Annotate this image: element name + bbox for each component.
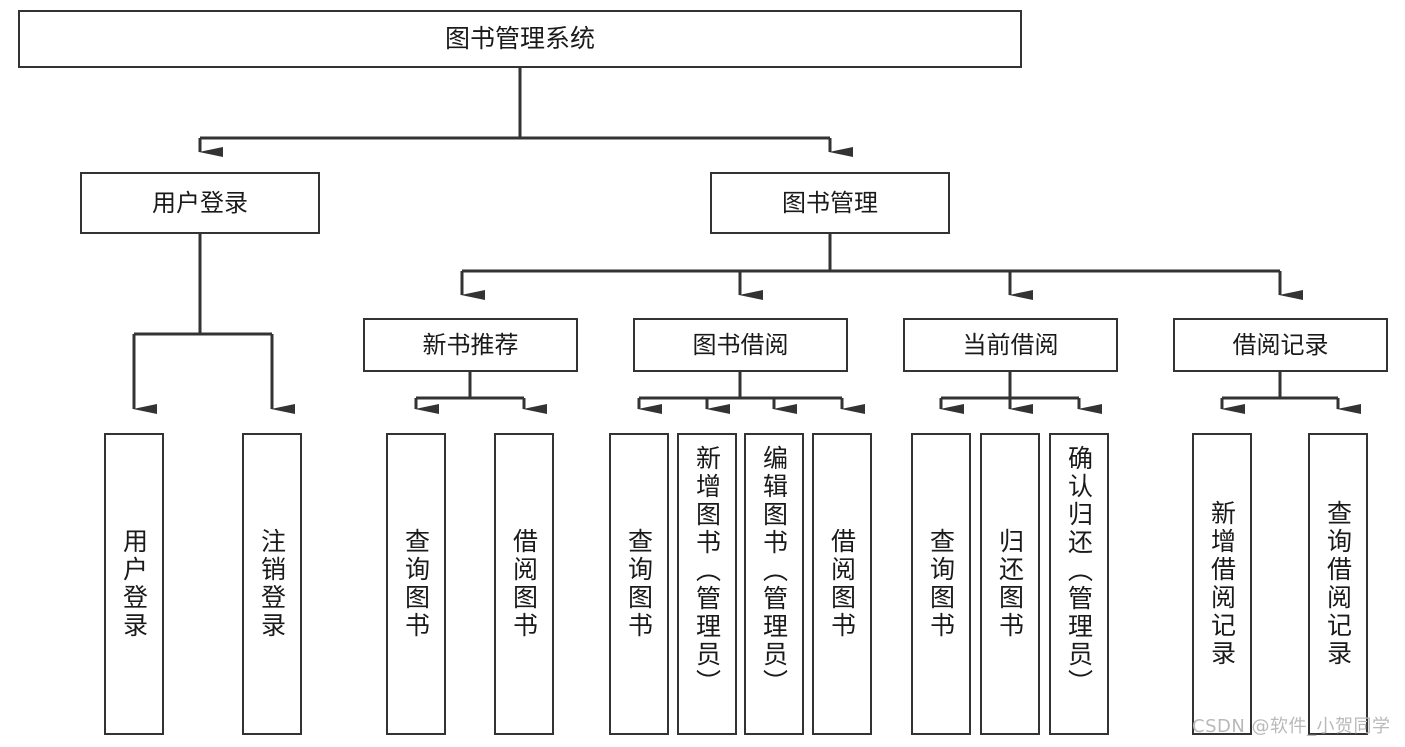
leaf-query-book-recommend[interactable]: 查询图书 [386, 433, 446, 735]
csdn-watermark: CSDN @软件_小贺同学 [1192, 716, 1391, 737]
leaf-edit-book-admin-label: 编辑图书（管理员） [759, 445, 789, 697]
leaf-confirm-return-admin[interactable]: 确认归还（管理员） [1049, 433, 1109, 735]
leaf-borrow-book[interactable]: 借阅图书 [812, 433, 872, 735]
leaf-query-book-borrow-label: 查询图书 [624, 528, 654, 640]
leaf-confirm-return-admin-label: 确认归还（管理员） [1064, 445, 1094, 697]
leaf-query-book-current[interactable]: 查询图书 [911, 433, 971, 735]
node-new-book-recommend-label: 新书推荐 [422, 330, 519, 359]
node-book-management[interactable]: 图书管理 [710, 172, 950, 234]
leaf-edit-book-admin[interactable]: 编辑图书（管理员） [744, 433, 804, 735]
leaf-user-login[interactable]: 用户登录 [104, 433, 164, 735]
leaf-borrow-book-label: 借阅图书 [827, 528, 857, 640]
leaf-add-book-admin[interactable]: 新增图书（管理员） [677, 433, 737, 735]
leaf-borrow-book-recommend-label: 借阅图书 [509, 528, 539, 640]
node-current-borrow-label: 当前借阅 [962, 330, 1059, 359]
leaf-logout[interactable]: 注销登录 [242, 433, 302, 735]
node-book-borrow-label: 图书借阅 [692, 330, 789, 359]
node-current-borrow[interactable]: 当前借阅 [903, 318, 1118, 372]
leaf-query-book-current-label: 查询图书 [926, 528, 956, 640]
leaf-borrow-book-recommend[interactable]: 借阅图书 [494, 433, 554, 735]
node-user-login-label: 用户登录 [152, 188, 248, 217]
node-new-book-recommend[interactable]: 新书推荐 [363, 318, 578, 372]
node-borrow-record-label: 借阅记录 [1232, 330, 1329, 359]
node-root-label: 图书管理系统 [444, 24, 595, 54]
node-borrow-record[interactable]: 借阅记录 [1173, 318, 1388, 372]
leaf-add-borrow-record[interactable]: 新增借阅记录 [1192, 433, 1252, 735]
leaf-query-book-borrow[interactable]: 查询图书 [609, 433, 669, 735]
node-root[interactable]: 图书管理系统 [18, 10, 1022, 68]
leaf-user-login-label: 用户登录 [119, 528, 149, 640]
leaf-add-borrow-record-label: 新增借阅记录 [1207, 500, 1237, 668]
leaf-query-borrow-record-label: 查询借阅记录 [1323, 500, 1353, 668]
node-user-login[interactable]: 用户登录 [80, 172, 320, 234]
node-book-management-label: 图书管理 [782, 188, 878, 217]
leaf-query-book-recommend-label: 查询图书 [401, 528, 431, 640]
leaf-query-borrow-record[interactable]: 查询借阅记录 [1308, 433, 1368, 735]
leaf-return-book-label: 归还图书 [995, 528, 1025, 640]
leaf-return-book[interactable]: 归还图书 [980, 433, 1040, 735]
leaf-add-book-admin-label: 新增图书（管理员） [692, 445, 722, 697]
leaf-logout-label: 注销登录 [257, 528, 287, 640]
node-book-borrow[interactable]: 图书借阅 [633, 318, 848, 372]
